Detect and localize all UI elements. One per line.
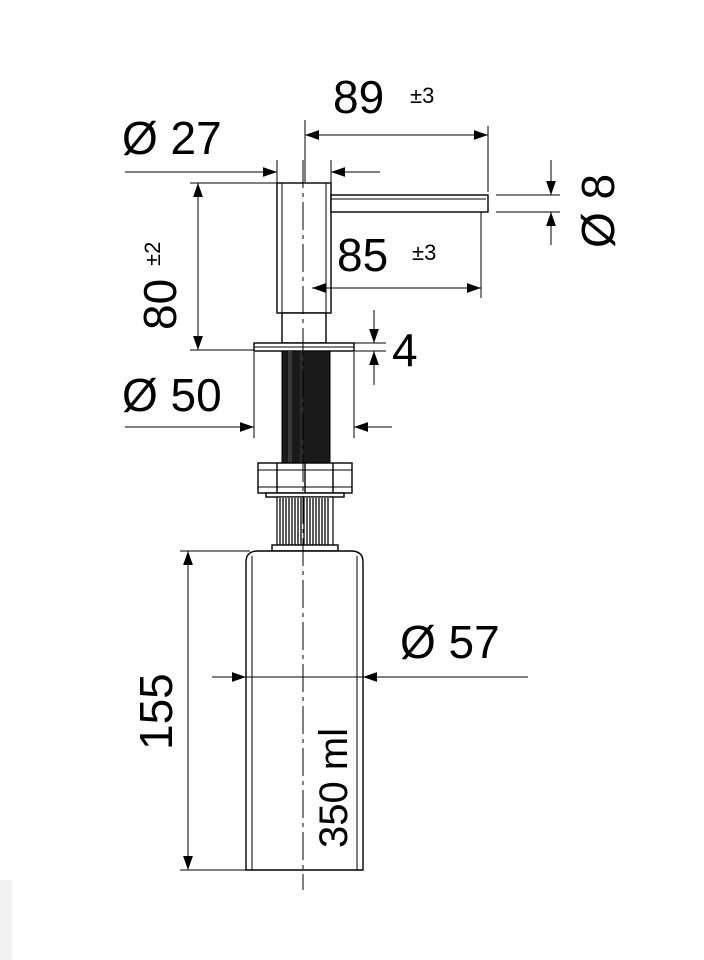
dim-spout-diameter-value: Ø 8 xyxy=(572,174,624,248)
dim-spout-length-value: 89 xyxy=(333,71,384,123)
dim-bottle-height: 155 xyxy=(130,550,250,871)
pump-head xyxy=(276,182,332,314)
dim-head-height-value: 80 xyxy=(134,279,186,330)
threaded-shaft xyxy=(281,350,331,464)
dim-head-diameter-value: Ø 27 xyxy=(122,112,222,164)
dim-spout-diameter: Ø 8 xyxy=(496,160,624,248)
ribbed-collar xyxy=(271,496,339,552)
dim-spout-length: 89 ±3 xyxy=(304,71,489,192)
lock-nut xyxy=(257,462,353,498)
dim-spout-length-tolerance: ±3 xyxy=(410,83,434,108)
dim-head-height: 80 ±2 xyxy=(134,182,277,351)
dim-flange-thickness-value: 4 xyxy=(392,324,418,376)
neck xyxy=(281,312,327,344)
dim-flange-diameter-value: Ø 50 xyxy=(122,369,222,421)
bottle-volume-label: 350 ml xyxy=(312,728,356,848)
spout xyxy=(330,194,489,213)
dim-bottle-height-value: 155 xyxy=(130,673,182,750)
dim-flange-diameter: Ø 50 xyxy=(122,352,392,438)
corner-mark xyxy=(0,880,12,960)
dim-bottle-diameter-value: Ø 57 xyxy=(400,616,500,668)
bottle xyxy=(245,550,364,871)
dim-head-height-tolerance: ±2 xyxy=(140,242,165,266)
dim-spout-reach-value: 85 xyxy=(337,229,388,281)
dim-bottle-diameter: Ø 57 xyxy=(212,616,528,682)
flange xyxy=(253,342,355,352)
dim-flange-thickness: 4 xyxy=(354,310,418,385)
dim-spout-reach-tolerance: ±3 xyxy=(412,240,436,265)
dim-spout-reach: 85 ±3 xyxy=(312,212,482,298)
dim-head-diameter: Ø 27 xyxy=(122,112,380,183)
